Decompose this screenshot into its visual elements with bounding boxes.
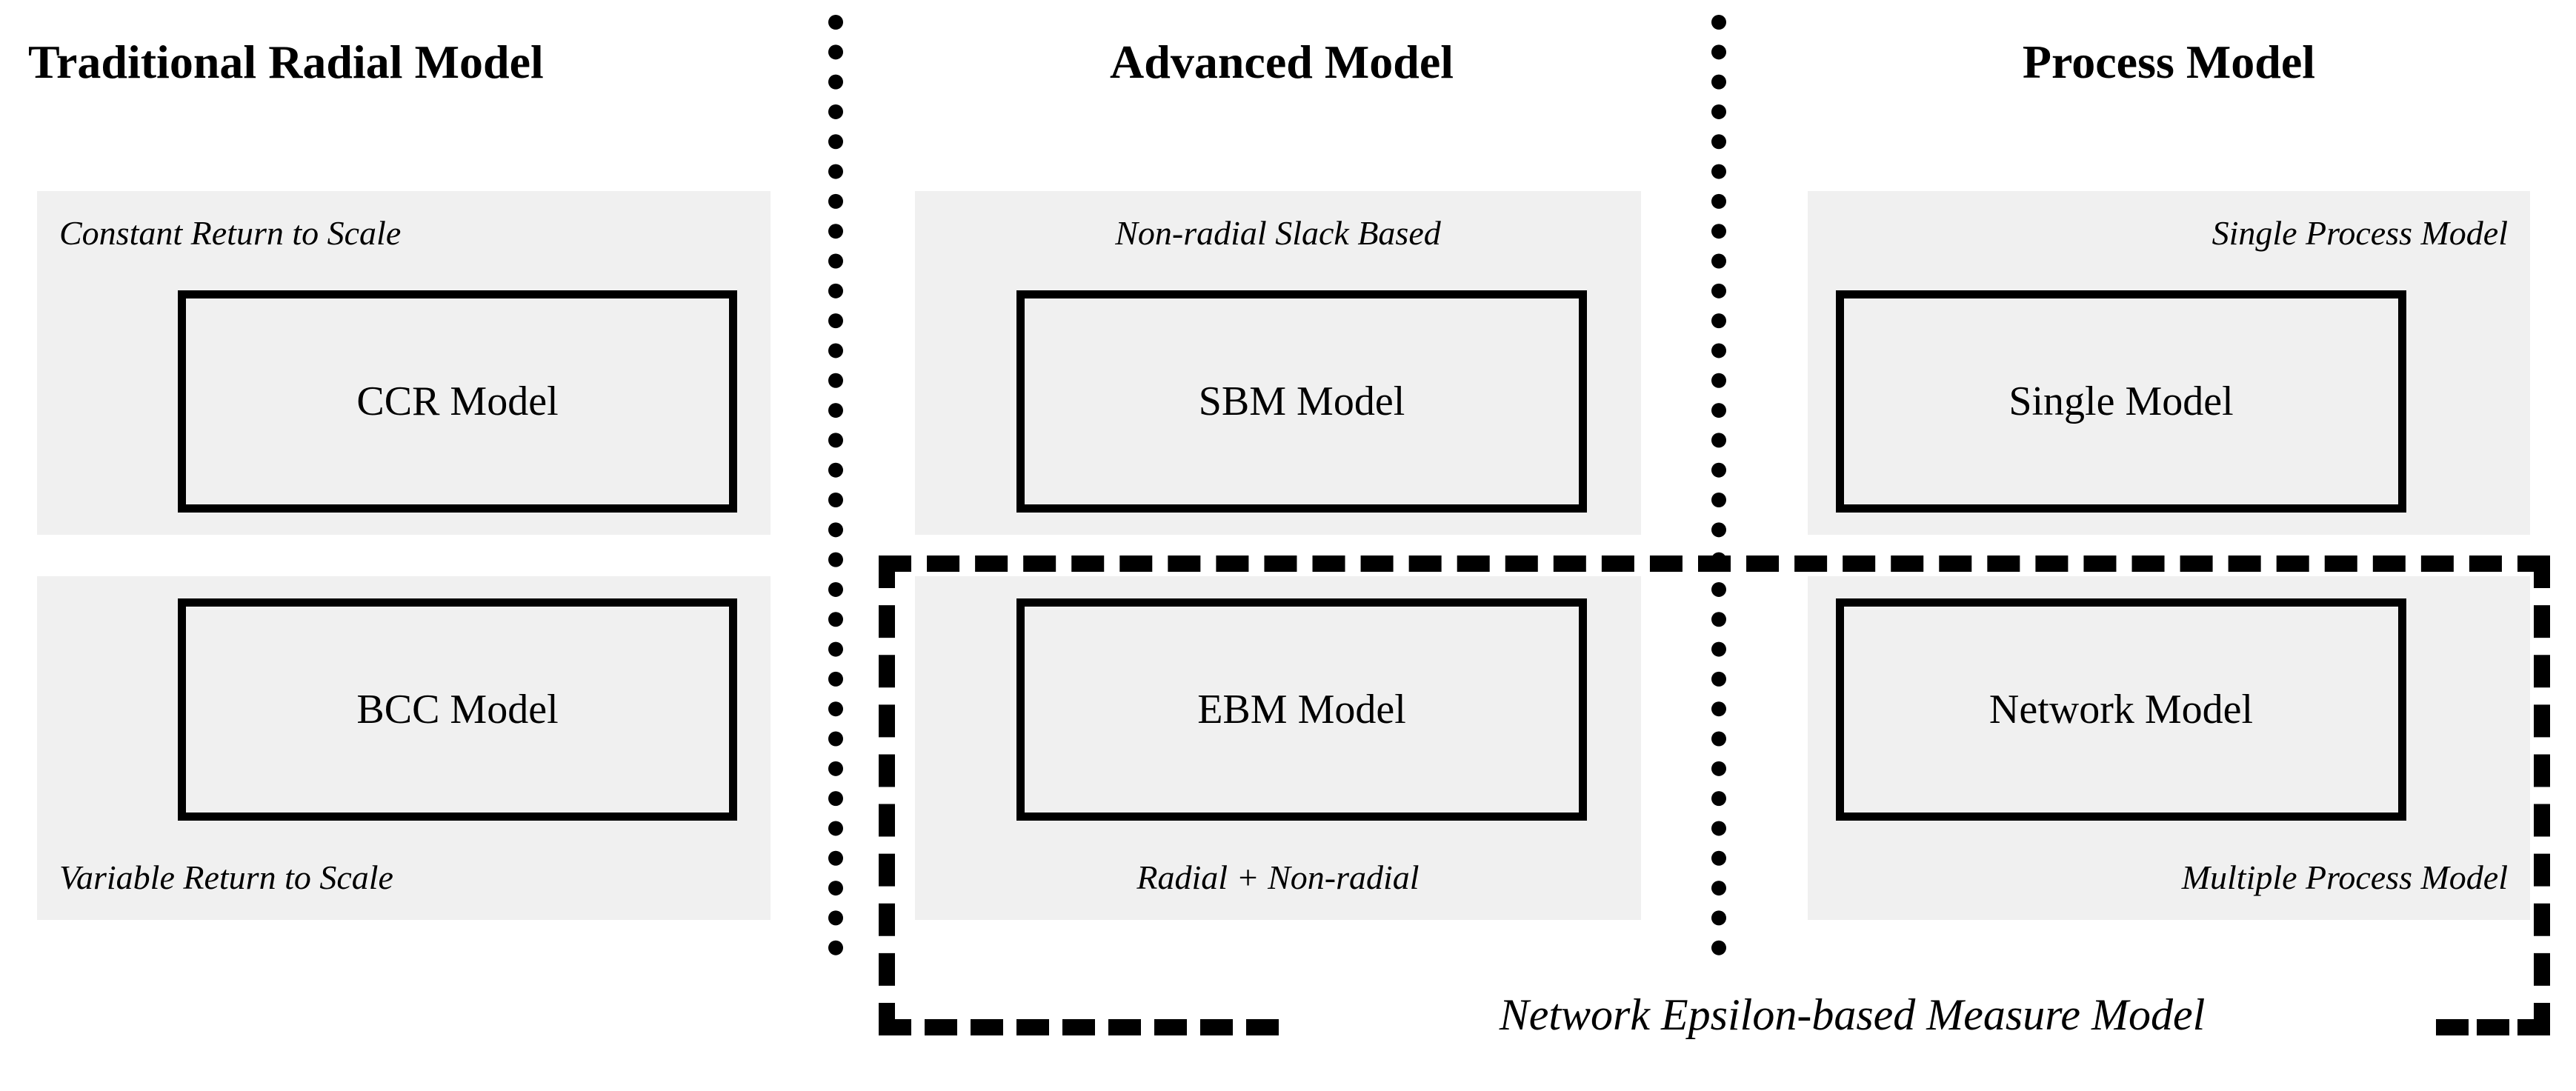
- model-box-network[interactable]: Network Model: [1836, 598, 2406, 821]
- column-header-advanced-model: Advanced Model: [1110, 36, 1454, 88]
- column-header-process-model: Process Model: [2022, 36, 2316, 88]
- group-frame-top-edge: [879, 555, 2550, 572]
- panel-caption: Variable Return to Scale: [59, 858, 393, 896]
- group-frame-bottom-left-edge: [879, 1019, 1279, 1035]
- group-frame-left-edge: [879, 555, 895, 1035]
- model-box-sbm[interactable]: SBM Model: [1016, 290, 1587, 513]
- column-divider-2: [1711, 15, 1726, 955]
- panel-caption: Non-radial Slack Based: [1115, 214, 1441, 252]
- model-box-ccr[interactable]: CCR Model: [178, 290, 737, 513]
- column-header-traditional-radial-model: Traditional Radial Model: [28, 36, 544, 88]
- panel-caption: Radial + Non-radial: [1136, 858, 1420, 896]
- model-box-ebm[interactable]: EBM Model: [1016, 598, 1587, 821]
- column-divider-1: [828, 15, 843, 955]
- panel-caption: Multiple Process Model: [2181, 858, 2508, 896]
- group-frame-label: Network Epsilon-based Measure Model: [1499, 990, 2206, 1039]
- model-box-single[interactable]: Single Model: [1836, 290, 2406, 513]
- panel-caption: Single Process Model: [2211, 214, 2508, 252]
- model-box-bcc[interactable]: BCC Model: [178, 598, 737, 821]
- panel-caption: Constant Return to Scale: [59, 214, 402, 252]
- group-frame-bottom-right-edge: [2436, 1019, 2550, 1035]
- group-frame-right-edge: [2534, 555, 2550, 1035]
